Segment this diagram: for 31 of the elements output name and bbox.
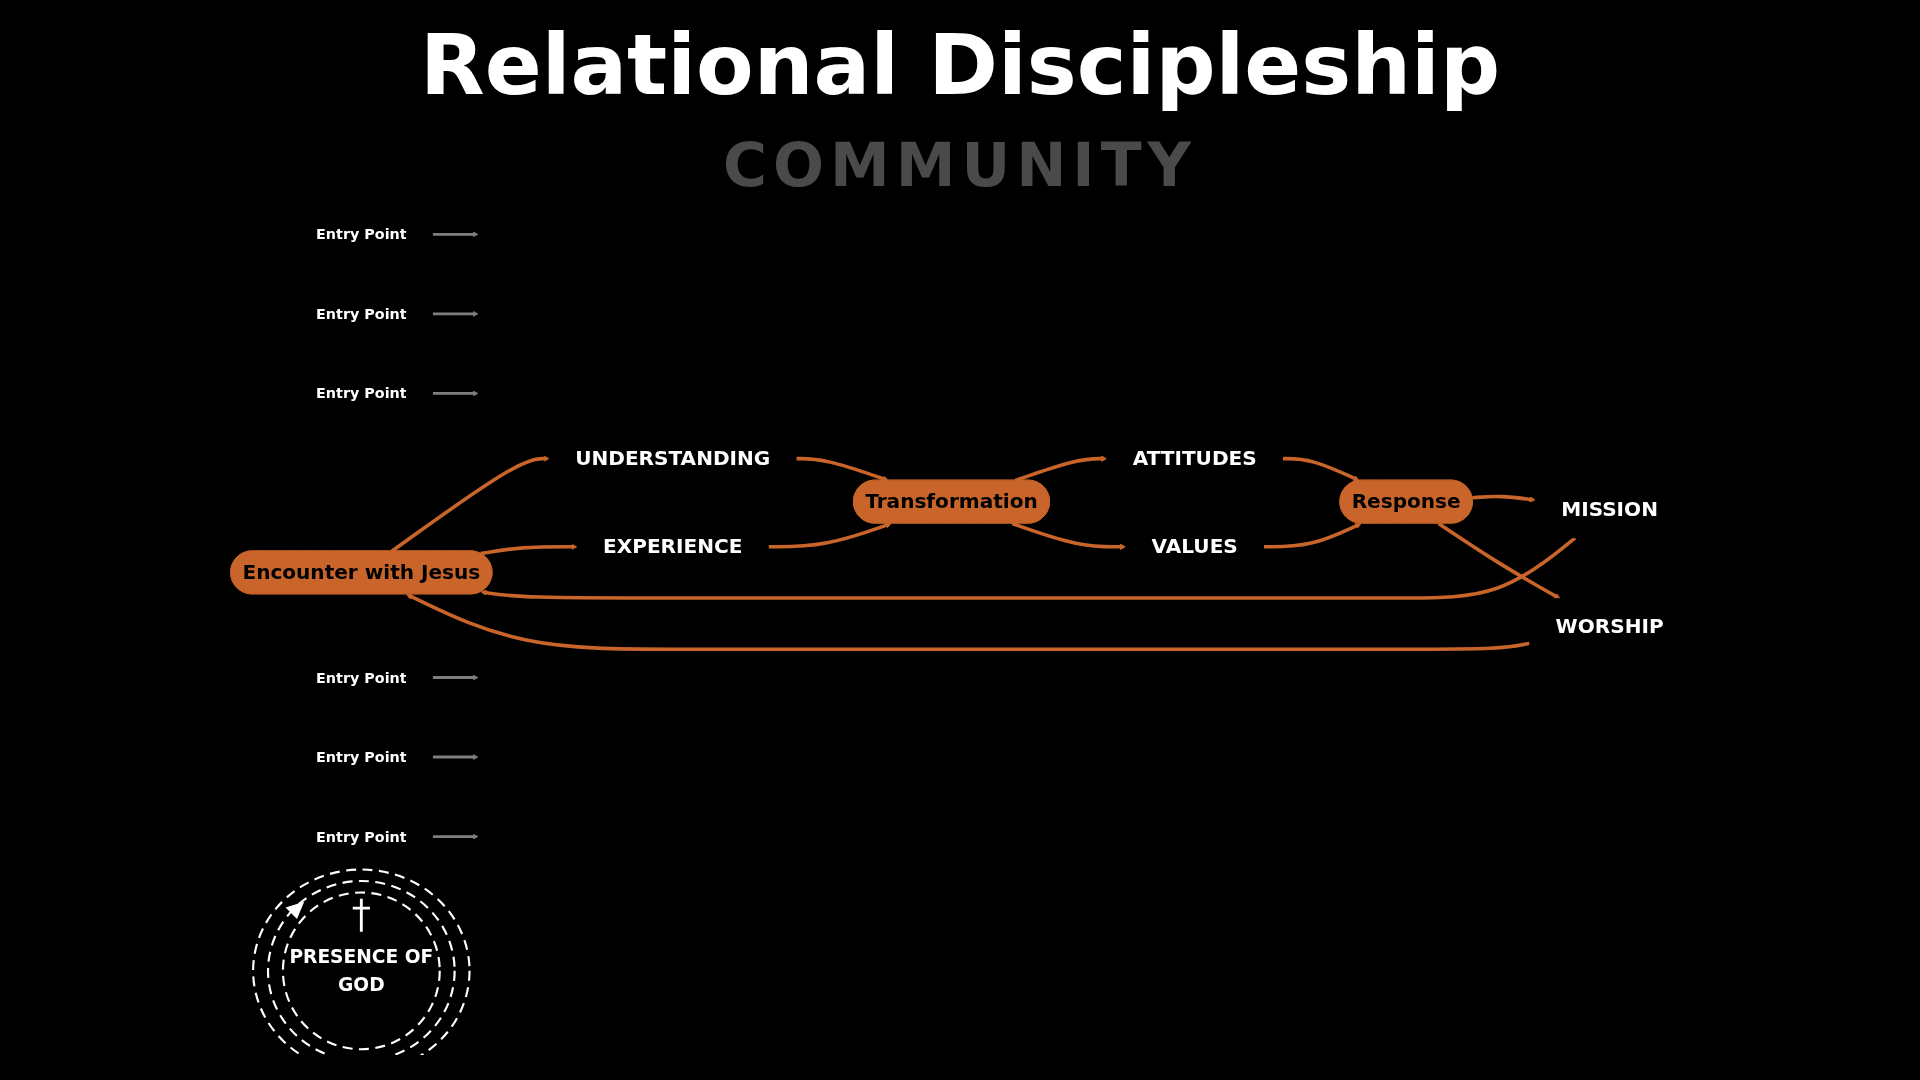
arrow bbox=[1472, 494, 1536, 503]
arrow bbox=[432, 390, 479, 397]
arrow bbox=[480, 543, 578, 556]
arrow bbox=[480, 536, 1577, 600]
node-label: GOD bbox=[338, 973, 385, 996]
node-text: MISSION bbox=[1561, 497, 1658, 522]
title: Relational Discipleship bbox=[420, 18, 1500, 112]
node-text: Entry Point bbox=[316, 827, 407, 846]
arrow bbox=[432, 753, 479, 761]
arrow bbox=[796, 456, 889, 482]
node-text: VALUES bbox=[1151, 534, 1238, 559]
background-word: COMMUNITY bbox=[722, 132, 1198, 198]
node-text: EXPERIENCE bbox=[603, 534, 743, 559]
node-text: Entry Point bbox=[316, 748, 407, 766]
arrow bbox=[432, 231, 479, 238]
node-text: Entry Point bbox=[316, 668, 407, 687]
node-text: Entry Point bbox=[316, 225, 407, 243]
arrow bbox=[1263, 523, 1362, 549]
arrow bbox=[1282, 456, 1360, 482]
node-text: Entry Point bbox=[316, 384, 407, 403]
node-text: ATTITUDES bbox=[1132, 446, 1257, 471]
node-text: WORSHIP bbox=[1555, 614, 1664, 639]
node-label: PRESENCE OF bbox=[289, 945, 434, 968]
arrow bbox=[406, 593, 1531, 651]
arrow bbox=[768, 522, 892, 549]
node-text: UNDERSTANDING bbox=[575, 446, 771, 471]
node-text: Entry Point bbox=[316, 305, 407, 323]
arrow bbox=[432, 833, 479, 840]
arrow bbox=[432, 674, 479, 681]
arrow bbox=[1437, 522, 1561, 599]
arrow bbox=[432, 310, 479, 318]
